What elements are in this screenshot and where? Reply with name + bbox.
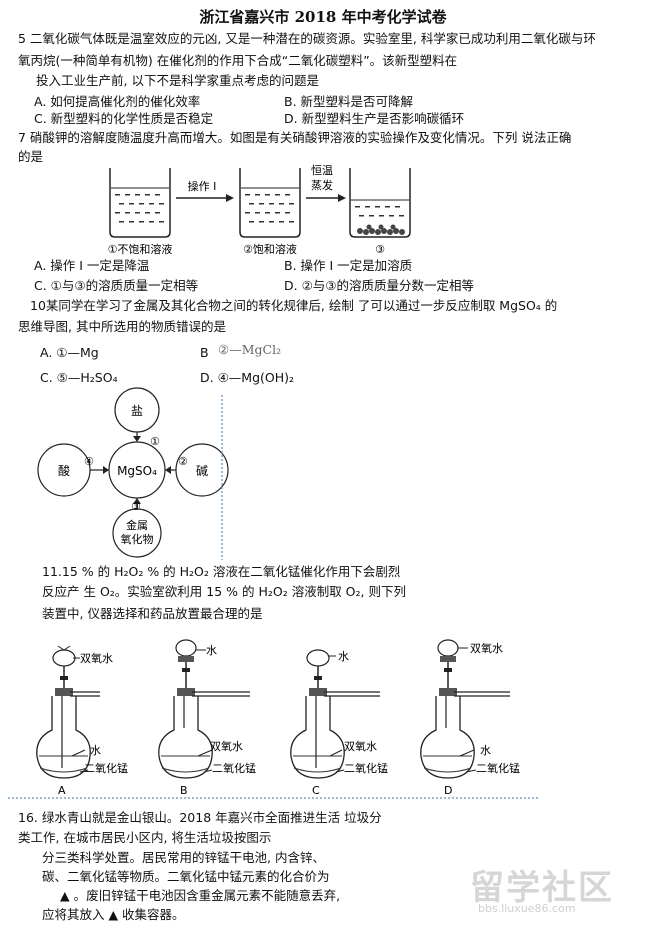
q16-line1: 16. 绿水青山就是金山银山。2018 年嘉兴市全面推进生活 垃圾分 bbox=[18, 810, 382, 825]
apparatus-a-top-label: 双氧水 bbox=[80, 651, 113, 665]
arrow-2-label-b: 蒸发 bbox=[311, 178, 333, 192]
q16-line3: 分三类科学处置。居民常用的锌锰干电池, 内含锌、 bbox=[42, 850, 325, 865]
apparatus-b-mid-label: 双氧水 bbox=[210, 739, 243, 753]
apparatus-a-bottom-label: 二氧化锰 bbox=[84, 761, 128, 775]
q10-option-c: C. ⑤—H₂SO₄ bbox=[40, 370, 118, 385]
mgso4-mind-map: 盐 酸 碱 MgSO₄ 金属 氧化物 ① ④ ② ③ bbox=[37, 387, 229, 560]
apparatus-a-letter: A bbox=[58, 784, 66, 797]
q16-line6: 应将其放入 ▲ 收集容器。 bbox=[42, 907, 185, 922]
q16-line4: 碳、二氧化锰等物质。二氧化锰中锰元素的化合价为 bbox=[42, 869, 330, 884]
q5-line2: 氧丙烷(一种简单有机物) 在催化剂的作用下合成“二氧化碳塑料”。该新型塑料在 bbox=[18, 53, 458, 68]
apparatus-a bbox=[36, 645, 100, 779]
apparatus-c-mid-label: 双氧水 bbox=[344, 739, 377, 753]
kno3-beaker-diagram: ①不饱和溶液 操作 I ②饱和溶液 恒温 蒸发 ③ bbox=[108, 164, 411, 256]
beaker-3 bbox=[349, 168, 411, 238]
edge-1-number: ① bbox=[150, 435, 160, 448]
q10-option-d: D. ④—Mg(OH)₂ bbox=[200, 370, 295, 385]
q7-option-b: B. 操作 I 一定是加溶质 bbox=[284, 258, 413, 273]
apparatus-b bbox=[158, 639, 250, 779]
apparatus-c-bottom-label: 二氧化锰 bbox=[344, 761, 388, 775]
q7-line1: 7 硝酸钾的溶解度随温度升高而增大。如图是有关硝酸钾溶液的实验操作及变化情况。下… bbox=[18, 130, 572, 145]
q16-line5: ▲ 。废旧锌锰干电池因含重金属元素不能随意丢弃, bbox=[60, 888, 341, 903]
node-metal-oxide-label-1: 金属 bbox=[126, 518, 148, 532]
q5-option-b: B. 新型塑料是否可降解 bbox=[284, 94, 414, 109]
q10-option-a: A. ①—Mg bbox=[40, 345, 99, 360]
q5-option-d: D. 新型塑料生产是否影响碳循环 bbox=[284, 111, 465, 126]
beaker-2-label: ②饱和溶液 bbox=[243, 242, 297, 256]
node-salt-label: 盐 bbox=[131, 404, 143, 418]
q10-option-b-letter: B bbox=[200, 345, 209, 360]
q16-line2: 类工作, 在城市居民小区内, 将生活垃圾按图示 bbox=[18, 830, 272, 845]
apparatus-c bbox=[290, 649, 380, 779]
q10-option-b: ②—MgCl₂ bbox=[218, 342, 282, 357]
q7-line2: 的是 bbox=[18, 149, 44, 164]
apparatus-c-top-label: 水 bbox=[338, 650, 349, 663]
apparatus-b-letter: B bbox=[180, 784, 188, 797]
q11-line1: 11.15 % 的 H₂O₂ % 的 H₂O₂ 溶液在二氧化锰催化作用下会剧烈 bbox=[42, 564, 401, 579]
beaker-1 bbox=[109, 168, 171, 238]
beaker-2 bbox=[239, 168, 301, 238]
q11-line2: 反应产 生 O₂。实验室欲利用 15 % 的 H₂O₂ 溶液制取 O₂, 则下列 bbox=[42, 584, 406, 599]
apparatus-c-letter: C bbox=[312, 784, 320, 797]
q7-option-a: A. 操作 I 一定是降温 bbox=[34, 258, 150, 273]
node-center-label: MgSO₄ bbox=[117, 464, 157, 478]
apparatus-d bbox=[420, 639, 510, 779]
q10-line2: 思维导图, 其中所选用的物质错误的是 bbox=[18, 319, 226, 334]
apparatus-d-letter: D bbox=[444, 784, 452, 797]
edge-4-number: ④ bbox=[84, 455, 94, 468]
arrow-1-label: 操作 I bbox=[188, 179, 217, 193]
beaker-1-label: ①不饱和溶液 bbox=[108, 242, 173, 256]
edge-3-number: ③ bbox=[131, 500, 141, 513]
q5-line3: 投入工业生产前, 以下不是科学家重点考虑的问题是 bbox=[36, 73, 319, 88]
beaker-3-label: ③ bbox=[375, 243, 385, 256]
apparatus-a-mid-label: 水 bbox=[90, 744, 101, 757]
node-base-label: 碱 bbox=[196, 464, 208, 478]
q5-line1: 5 二氧化碳气体既是温室效应的元凶, 又是一种潜在的碳资源。实验室里, 科学家已… bbox=[18, 31, 596, 46]
q7-option-d: D. ②与③的溶质质量分数一定相等 bbox=[284, 278, 474, 293]
arrow-2-label-a: 恒温 bbox=[311, 164, 333, 177]
watermark-logo: 留学社区 bbox=[470, 868, 614, 908]
apparatus-d-mid-label: 水 bbox=[480, 744, 491, 757]
watermark-url: bbs.liuxue86.com bbox=[478, 902, 576, 915]
q11-line3: 装置中, 仪器选择和药品放置最合理的是 bbox=[42, 606, 263, 621]
node-metal-oxide-label-2: 氧化物 bbox=[121, 532, 154, 546]
q10-line1: 10某同学在学习了金属及其化合物之间的转化规律后, 绘制 了可以通过一步反应制取… bbox=[30, 298, 558, 313]
q5-option-c: C. 新型塑料的化学性质是否稳定 bbox=[34, 111, 214, 126]
page-title: 浙江省嘉兴市 2018 年中考化学试卷 bbox=[199, 8, 447, 26]
apparatus-b-bottom-label: 二氧化锰 bbox=[212, 761, 256, 775]
node-acid-label: 酸 bbox=[58, 463, 70, 478]
apparatus-options: 双氧水 水 二氧化锰 A 水 双氧水 二氧化锰 B 水 bbox=[8, 639, 540, 799]
edge-2-number: ② bbox=[178, 455, 188, 468]
apparatus-b-top-label: 水 bbox=[206, 644, 217, 657]
apparatus-d-top-label: 双氧水 bbox=[470, 641, 503, 655]
q5-option-a: A. 如何提高催化剂的催化效率 bbox=[34, 94, 201, 109]
apparatus-d-bottom-label: 二氧化锰 bbox=[476, 761, 520, 775]
q7-option-c: C. ①与③的溶质质量一定相等 bbox=[34, 278, 199, 293]
